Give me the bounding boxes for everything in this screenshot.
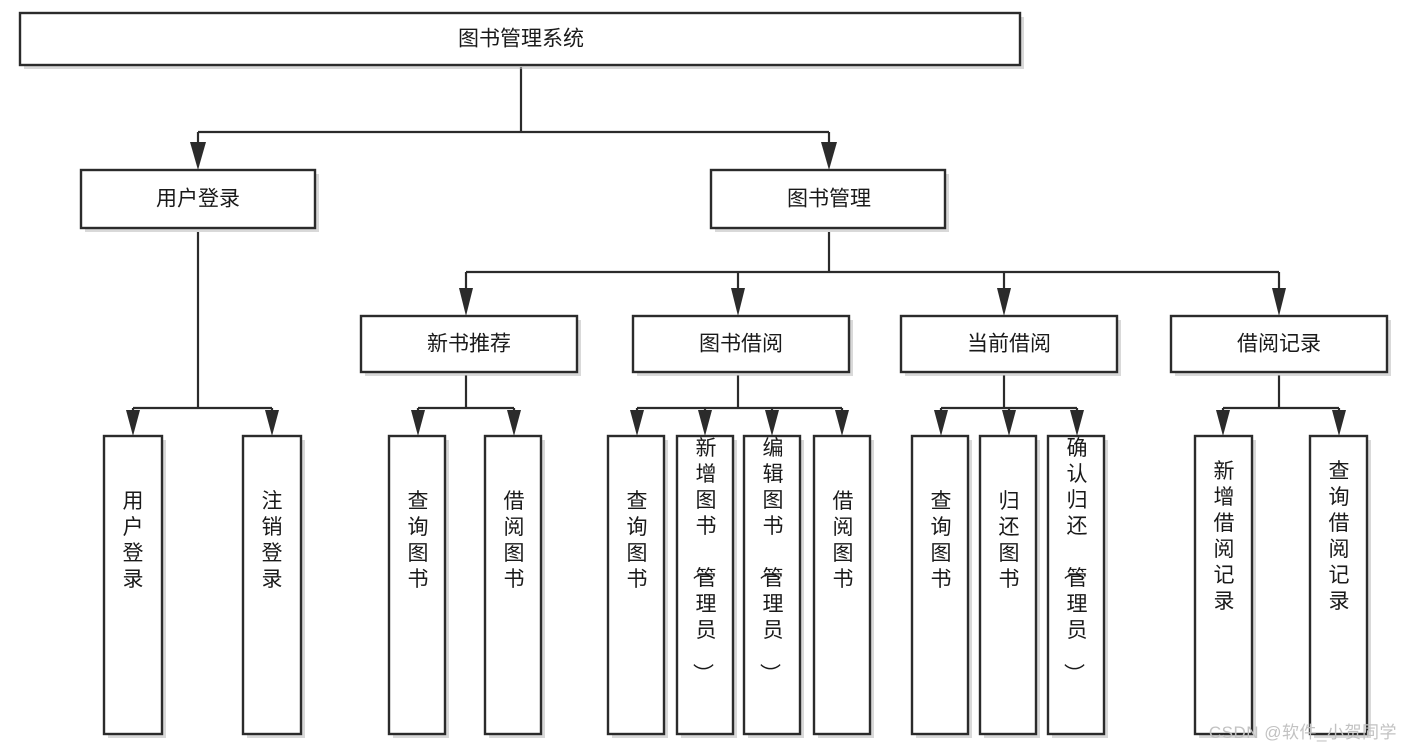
leaf-new-book-rec-1-label: 借阅图书	[504, 490, 525, 591]
node-current-borrow-label: 当前借阅	[967, 333, 1051, 356]
arrowhead-leaf-user-login	[126, 410, 140, 436]
arrowhead-cb-leaf2	[1002, 410, 1016, 436]
leaf-borrow-record-0-label: 新增借阅记录	[1214, 460, 1235, 613]
leaf-book-borrow-0-box[interactable]	[606, 434, 666, 736]
leaf-user-login-1-label: 注销登录	[262, 490, 283, 591]
leaf-borrow-record-0-box[interactable]	[1193, 434, 1254, 736]
node-new-book-rec[interactable]: 新书推荐	[359, 314, 581, 376]
leaf-current-borrow-2-label: 确认归还（管理员）	[1062, 437, 1088, 684]
leaf-user-login-1[interactable]: 注销登录	[241, 434, 305, 738]
leaf-new-book-rec-1-box[interactable]	[483, 434, 543, 736]
node-borrow-record-box[interactable]	[1169, 314, 1389, 374]
leaf-current-borrow-1-box[interactable]	[978, 434, 1038, 736]
arrowhead-bookmanage	[821, 142, 837, 170]
leaf-new-book-rec-1[interactable]: 借阅图书	[483, 434, 545, 738]
arrowhead-cb-leaf3	[1070, 410, 1084, 436]
node-user-login-label: 用户登录	[156, 188, 240, 211]
leaf-new-book-rec-0-box[interactable]	[387, 434, 447, 736]
leaf-current-borrow-1[interactable]: 归还图书	[978, 434, 1040, 738]
leaf-book-borrow-2-label: 编辑图书（管理员）	[758, 437, 784, 684]
arrowhead-br-leaf1	[1216, 410, 1230, 436]
leaf-user-login-0-box[interactable]	[102, 434, 164, 736]
node-user-login[interactable]: 用户登录	[79, 168, 319, 232]
node-book-manage-box[interactable]	[709, 168, 947, 230]
node-current-borrow-box[interactable]	[899, 314, 1119, 374]
connector-layer	[126, 67, 1346, 436]
arrowhead-bookborrow	[731, 288, 745, 316]
leaf-book-borrow-2-box[interactable]	[742, 434, 802, 736]
leaf-current-borrow-2-box[interactable]	[1046, 434, 1106, 736]
leaf-book-borrow-0-label: 查询图书	[627, 490, 648, 591]
leaf-user-login-0[interactable]: 用户登录	[102, 434, 166, 738]
node-book-borrow[interactable]: 图书借阅	[631, 314, 853, 376]
node-borrow-record-label: 借阅记录	[1237, 333, 1321, 356]
leaf-book-borrow-3-box[interactable]	[812, 434, 872, 736]
arrowhead-newbook	[459, 288, 473, 316]
arrowhead-nb-leaf1	[411, 410, 425, 436]
arrowhead-nb-leaf2	[507, 410, 521, 436]
leaf-book-borrow-1-label: 新增图书（管理员）	[691, 437, 717, 684]
leaf-borrow-record-1[interactable]: 查询借阅记录	[1308, 434, 1371, 738]
arrowhead-cb-leaf1	[934, 410, 948, 436]
node-current-borrow[interactable]: 当前借阅	[899, 314, 1121, 376]
arrowhead-leaf-logout	[265, 410, 279, 436]
leaf-book-borrow-0[interactable]: 查询图书	[606, 434, 668, 738]
leaf-borrow-record-1-label: 查询借阅记录	[1329, 460, 1350, 613]
arrowhead-bb-leaf4	[835, 410, 849, 436]
arrowhead-userlogin	[190, 142, 206, 170]
node-new-book-rec-box[interactable]	[359, 314, 579, 374]
leaf-new-book-rec-0-label: 查询图书	[408, 490, 429, 591]
node-user-login-box[interactable]	[79, 168, 317, 230]
leaf-book-borrow-3-label: 借阅图书	[833, 490, 854, 591]
leaf-current-borrow-0[interactable]: 查询图书	[910, 434, 972, 738]
leaf-borrow-record-0[interactable]: 新增借阅记录	[1193, 434, 1256, 738]
node-book-manage-label: 图书管理	[787, 188, 871, 211]
arrowhead-currentborrow	[997, 288, 1011, 316]
node-root[interactable]: 图书管理系统	[18, 11, 1024, 69]
arrowhead-br-leaf2	[1332, 410, 1346, 436]
node-root-box[interactable]	[18, 11, 1022, 67]
leaf-user-login-0-label: 用户登录	[123, 490, 144, 591]
leaf-book-borrow-3[interactable]: 借阅图书	[812, 434, 874, 738]
leaf-current-borrow-2[interactable]: 确认归还（管理员）	[1046, 434, 1108, 738]
leaf-borrow-record-1-box[interactable]	[1308, 434, 1369, 736]
arrowhead-bb-leaf1	[630, 410, 644, 436]
leaf-current-borrow-0-label: 查询图书	[931, 490, 952, 591]
node-borrow-record[interactable]: 借阅记录	[1169, 314, 1391, 376]
arrowhead-borrowrecord	[1272, 288, 1286, 316]
leaf-new-book-rec-0[interactable]: 查询图书	[387, 434, 449, 738]
leaf-user-login-1-box[interactable]	[241, 434, 303, 736]
node-new-book-rec-label: 新书推荐	[427, 333, 511, 356]
node-book-borrow-box[interactable]	[631, 314, 851, 374]
leaf-current-borrow-1-label: 归还图书	[999, 490, 1020, 591]
leaf-current-borrow-0-box[interactable]	[910, 434, 970, 736]
leaf-book-borrow-1-box[interactable]	[675, 434, 735, 736]
node-book-borrow-label: 图书借阅	[699, 333, 783, 356]
node-root-label: 图书管理系统	[458, 28, 584, 51]
leaf-book-borrow-1[interactable]: 新增图书（管理员）	[675, 434, 737, 738]
node-book-manage[interactable]: 图书管理	[709, 168, 949, 232]
arrowhead-bb-leaf3	[765, 410, 779, 436]
arrowhead-bb-leaf2	[698, 410, 712, 436]
leaf-book-borrow-2[interactable]: 编辑图书（管理员）	[742, 434, 804, 738]
